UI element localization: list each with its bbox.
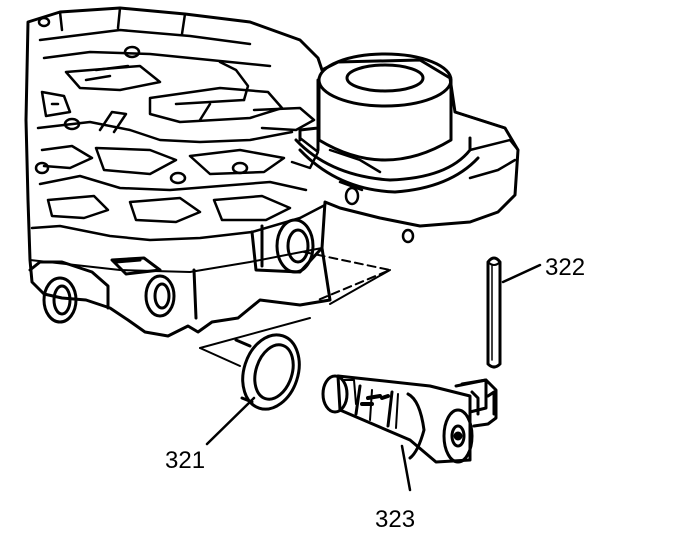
valve-body xyxy=(24,6,520,338)
alignment-lines xyxy=(199,251,391,367)
callout-322: 322 xyxy=(545,254,586,281)
retaining-pin xyxy=(486,256,502,369)
callout-323: 323 xyxy=(375,506,416,533)
callout-321: 321 xyxy=(165,447,206,474)
solenoid-valve xyxy=(321,374,498,464)
o-ring-seal xyxy=(234,333,301,411)
cylinder-boss xyxy=(294,52,480,194)
leader-321 xyxy=(205,396,256,446)
leader-322 xyxy=(501,263,542,284)
leader-323 xyxy=(400,444,412,492)
